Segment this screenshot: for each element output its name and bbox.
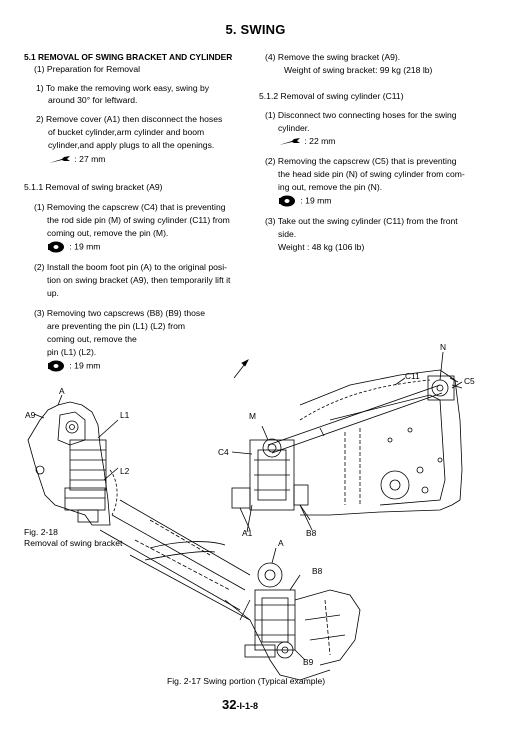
socket-wrench-icon [48, 360, 64, 372]
socket-wrench-icon [48, 241, 64, 253]
figure-label: A1 [242, 528, 253, 538]
figure-caption: Removal of swing bracket [24, 538, 123, 548]
figure-label: A [59, 386, 65, 396]
step-text: coming out, remove the [47, 334, 137, 344]
step-text: up. [47, 288, 59, 298]
tool-spec: : 19 mm [47, 360, 100, 372]
socket-wrench-icon [279, 195, 295, 207]
figure-label: N [440, 342, 447, 352]
step-text: (1) Removing the capscrew (C4) that is p… [34, 202, 226, 212]
step-text: cylinder. [278, 123, 310, 133]
tool-size: : 19 mm [69, 241, 101, 252]
figure-label: C11 [405, 371, 420, 381]
figure-label: L2 [120, 466, 130, 476]
step-text: pin (L1) (L2). [47, 347, 97, 357]
figure-label: L1 [120, 410, 130, 420]
step-text: the head side pin (N) of swing cylinder … [278, 169, 465, 179]
page-number-main: 32 [222, 697, 237, 712]
page-number: 32-I-1-8 [222, 697, 258, 712]
step-text: Weight of swing bracket: 99 kg (218 lb) [284, 65, 433, 75]
figure-label: M [249, 411, 256, 421]
page-title: 5. SWING [225, 22, 286, 37]
prep-heading: (1) Preparation for Removal [34, 64, 141, 74]
figure-label: B8 [306, 528, 317, 538]
figure-label: A9 [25, 410, 36, 420]
figure-label: B9 [303, 657, 314, 667]
north-arrow-icon [233, 359, 249, 379]
step-text: cylinder,and apply plugs to all the open… [48, 140, 215, 150]
figure-caption: Fig. 2-17 Swing portion (Typical example… [167, 676, 326, 686]
boom-drawing [99, 499, 361, 681]
figure-caption: Fig. 2-18 [24, 527, 58, 537]
figure-label: C5 [464, 376, 475, 386]
figure-label: A [278, 538, 284, 548]
step-text: (1) Disconnect two connecting hoses for … [265, 110, 457, 120]
step-text: coming out, remove the pin (M). [47, 228, 169, 238]
step-text: 2) Remove cover (A1) then disconnect the… [36, 114, 223, 124]
tool-size: : 19 mm [69, 360, 101, 371]
subsection-heading: 5.1.1 Removal of swing bracket (A9) [24, 182, 163, 192]
wrench-icon [279, 137, 300, 145]
step-text: (3) Take out the swing cylinder (C11) fr… [265, 216, 458, 226]
tool-spec: : 19 mm [278, 195, 331, 207]
step-text: tion on swing bracket (A9), then tempora… [47, 275, 231, 285]
step-text: (2) Install the boom foot pin (A) to the… [34, 262, 227, 272]
step-text: Weight : 48 kg (106 lb) [278, 242, 365, 252]
step-text: (3) Removing two capscrews (B8) (B9) tho… [34, 308, 205, 318]
tool-size: : 19 mm [300, 195, 332, 206]
upper-frame-drawing [231, 351, 463, 533]
section-heading: 5.1 REMOVAL OF SWING BRACKET AND CYLINDE… [24, 52, 233, 62]
tool-spec: : 27 mm [48, 154, 105, 166]
step-text: around 30° for leftward. [48, 95, 138, 105]
tool-size: : 27 mm [74, 154, 106, 164]
step-text: side. [278, 229, 297, 239]
figure-label: C4 [218, 447, 229, 457]
step-text: (4) Remove the swing bracket (A9). [265, 52, 401, 62]
step-text: are preventing the pin (L1) (L2) from [47, 321, 186, 331]
tool-size: : 22 mm [304, 136, 336, 146]
subsection-heading: 5.1.2 Removal of swing cylinder (C11) [259, 91, 404, 101]
step-text: the rod side pin (M) of swing cylinder (… [47, 215, 230, 225]
tool-spec: : 22 mm [278, 136, 335, 148]
wrench-icon [49, 155, 70, 163]
swing-bracket-drawing [27, 394, 119, 526]
step-text: of bucket cylinder,arm cylinder and boom [48, 127, 205, 137]
figure-label: B8 [312, 566, 323, 576]
step-text: (2) Removing the capscrew (C5) that is p… [265, 156, 457, 166]
step-text: ing out, remove the pin (N). [278, 182, 383, 192]
tool-spec: : 19 mm [47, 241, 100, 253]
step-text: 1) To make the removing work easy, swing… [36, 83, 210, 93]
page-number-suffix: -I-1-8 [236, 701, 258, 711]
